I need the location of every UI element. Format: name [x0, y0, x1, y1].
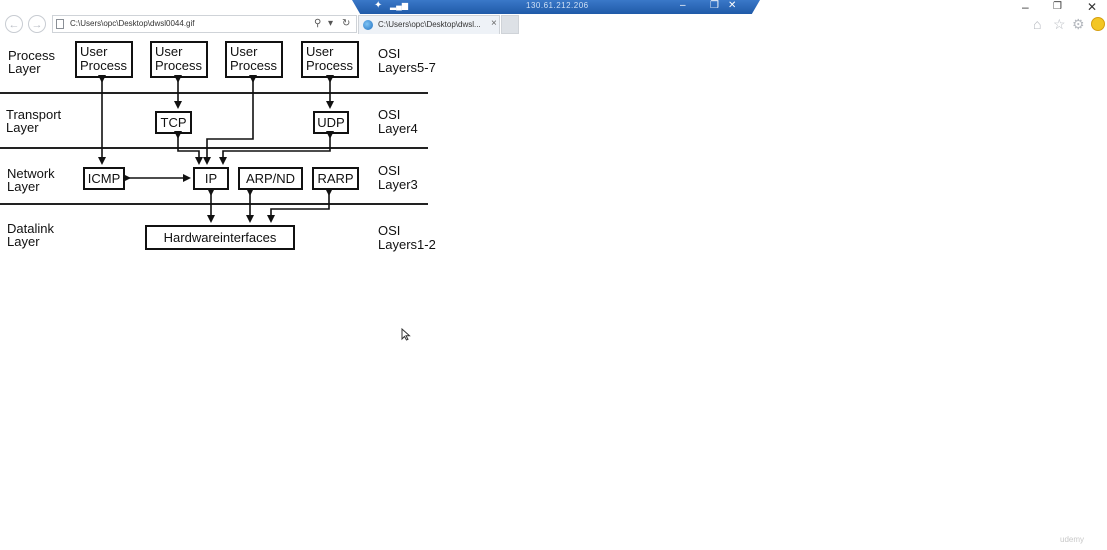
osi-label-layer3: OSI Layer3 — [378, 163, 418, 192]
mouse-cursor-icon — [401, 328, 411, 341]
tab-close-icon[interactable]: × — [491, 18, 497, 29]
address-text[interactable]: C:\Users\opc\Desktop\dwsl0044.gif — [70, 19, 195, 28]
back-arrow-icon: ← — [8, 19, 20, 31]
arrow-rarp-hardware — [267, 188, 333, 223]
page-icon — [56, 19, 64, 29]
chevron-down-icon[interactable]: ▾ — [328, 18, 334, 29]
rarp-box: RARP — [312, 167, 359, 190]
browser-chrome: ✦ ▂▄▆ 130.61.212.206 – ❐ ✕ ← → C:\Users\… — [0, 0, 1107, 38]
remote-host-ip: 130.61.212.206 — [526, 1, 589, 10]
signal-icon: ▂▄▆ — [390, 1, 408, 10]
osi-label-layer4: OSI Layer4 — [378, 107, 418, 136]
ie-icon — [363, 20, 373, 30]
remote-desktop-bar[interactable]: ✦ ▂▄▆ 130.61.212.206 – ❐ ✕ — [352, 0, 760, 14]
favorites-star-icon[interactable]: ☆ — [1053, 16, 1066, 32]
arrow-udp-ip — [219, 131, 334, 165]
pin-icon[interactable]: ✦ — [374, 0, 383, 11]
layer-label-network: Network Layer — [7, 166, 55, 194]
tcp-box: TCP — [155, 111, 192, 134]
forward-button[interactable]: → — [28, 15, 46, 33]
minimize-icon[interactable]: – — [1022, 0, 1029, 14]
user-process-box: User Process — [301, 41, 359, 78]
layer-label-datalink: Datalink Layer — [7, 221, 54, 249]
address-bar[interactable]: C:\Users\opc\Desktop\dwsl0044.gif ⚲ ▾ ↻ — [52, 15, 357, 33]
refresh-icon[interactable]: ↻ — [342, 18, 351, 29]
feedback-smiley-icon[interactable] — [1091, 17, 1105, 31]
search-icon[interactable]: ⚲ — [314, 18, 322, 29]
arp-nd-box: ARP/ND — [238, 167, 303, 190]
close-icon[interactable]: ✕ — [1087, 0, 1098, 14]
settings-gear-icon[interactable]: ⚙ — [1072, 16, 1085, 32]
osi-label-layers5-7: OSI Layers5-7 — [378, 46, 436, 75]
udemy-watermark: udemy — [1060, 535, 1085, 544]
tab-active[interactable]: C:\Users\opc\Desktop\dwsl... × — [358, 15, 500, 34]
hardware-interfaces-box: Hardwareinterfaces — [145, 225, 295, 250]
layer-label-transport: Transport Layer — [6, 107, 62, 135]
home-icon[interactable]: ⌂ — [1033, 16, 1042, 32]
arrow-tcp-ip — [174, 131, 203, 165]
icmp-box: ICMP — [83, 167, 125, 190]
layer-label-process: Process Layer — [8, 48, 55, 76]
rdp-minimize-icon[interactable]: – — [680, 0, 686, 11]
connection-arrows — [98, 75, 334, 223]
image-viewport: Process Layer Transport Layer Network La… — [0, 38, 1107, 550]
rdp-close-icon[interactable]: ✕ — [728, 0, 737, 11]
back-button[interactable]: ← — [5, 15, 23, 33]
new-tab-button[interactable] — [501, 15, 519, 34]
rdp-restore-icon[interactable]: ❐ — [710, 0, 719, 11]
tab-title[interactable]: C:\Users\opc\Desktop\dwsl... — [378, 20, 481, 29]
user-process-box: User Process — [75, 41, 133, 78]
osi-label-layers1-2: OSI Layers1-2 — [378, 223, 436, 252]
forward-arrow-icon: → — [31, 19, 43, 31]
restore-icon[interactable]: ❐ — [1053, 1, 1062, 12]
